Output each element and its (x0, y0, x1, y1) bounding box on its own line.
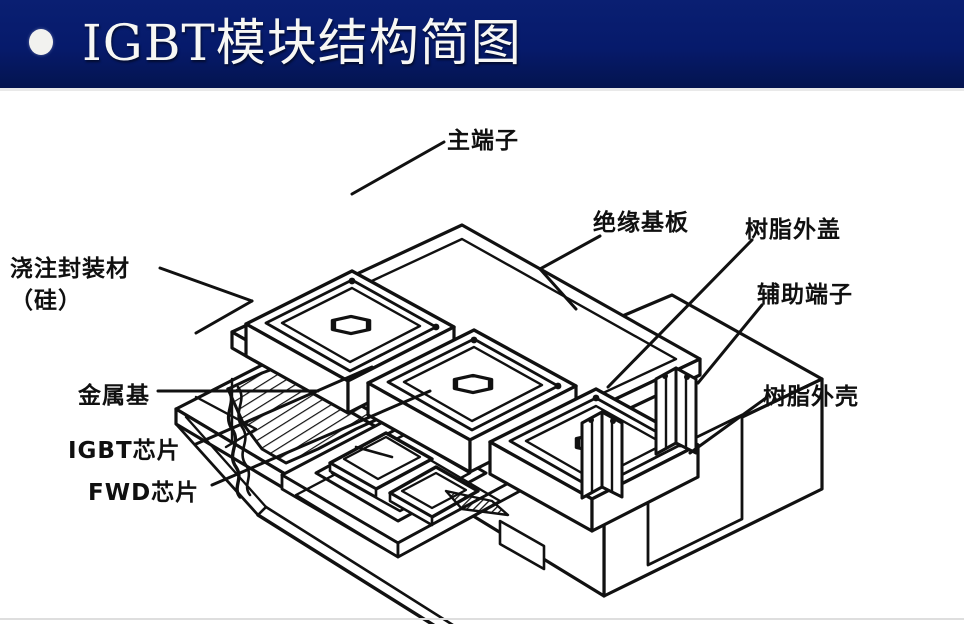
hex-nut-icon (333, 316, 368, 333)
label-main-terminal: 主端子 (447, 128, 519, 154)
page-title: IGBT模块结构简图 (82, 14, 522, 72)
label-resin-case: 树脂外壳 (763, 384, 859, 410)
label-fwd-chip: FWD芯片 (88, 480, 200, 506)
igbt-die (328, 431, 434, 499)
leader-resin-case (688, 396, 768, 455)
leader-igbt-chip (194, 365, 374, 446)
leader-insulating-sub-a (538, 234, 602, 271)
hex-nut-icon (455, 375, 490, 392)
leader-insulating-sub-b (538, 267, 578, 311)
leader-encapsulant-b (194, 299, 254, 335)
label-metal-base: 金属基 (78, 383, 150, 409)
leader-lines (156, 140, 768, 487)
title-bar: IGBT模块结构简图 (0, 0, 964, 88)
diagram-canvas (0, 91, 964, 624)
title-divider (0, 88, 964, 91)
label-insulating-substrate: 绝缘基板 (593, 210, 689, 236)
leader-aux-terminal (696, 303, 764, 385)
bottom-divider (0, 618, 964, 620)
leader-main-terminal (350, 140, 446, 196)
leader-fwd-chip (210, 389, 432, 487)
label-resin-cover: 树脂外盖 (745, 217, 841, 243)
bullet-circle-icon (29, 29, 53, 55)
leader-encapsulant-a (158, 266, 254, 303)
fwd-die (388, 465, 480, 527)
label-igbt-chip: IGBT芯片 (68, 438, 181, 464)
label-encapsulant-line1: 浇注封装材 (10, 256, 130, 282)
igbt-module-drawing (156, 140, 824, 624)
label-encapsulant: 浇注封装材 （硅） (10, 253, 130, 317)
aux-pin-terminals (580, 366, 698, 500)
label-encapsulant-line2: （硅） (10, 288, 82, 314)
label-auxiliary-terminal: 辅助端子 (757, 282, 853, 308)
leader-resin-cover (606, 238, 754, 389)
